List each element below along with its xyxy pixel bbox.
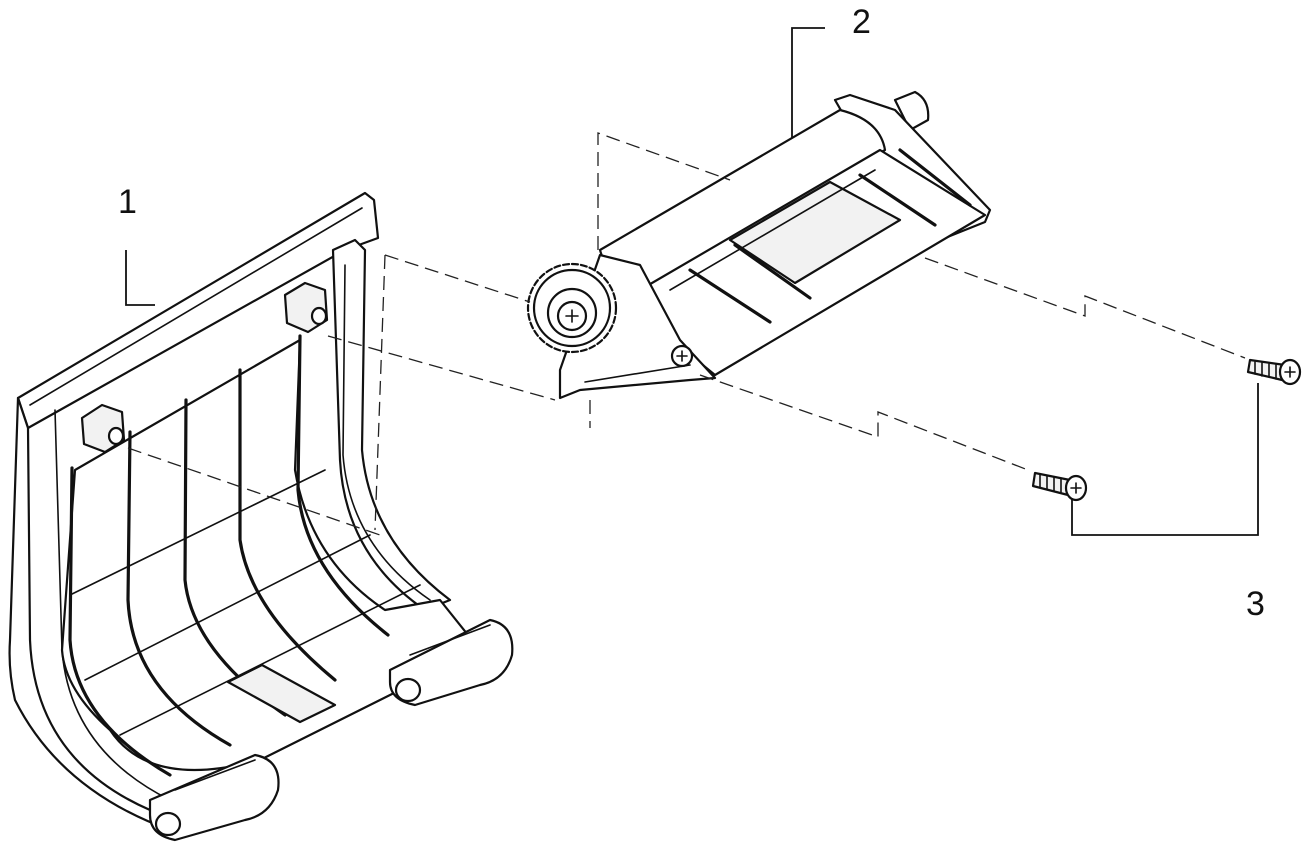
gear	[526, 262, 618, 354]
part-3-screw-upper	[1246, 358, 1302, 386]
callout-3-label: 3	[1246, 585, 1265, 623]
part-3-screw-lower	[1031, 471, 1088, 502]
part-2-roller-assembly	[526, 90, 992, 400]
callout-1-label: 1	[118, 183, 137, 221]
leader-1	[125, 250, 155, 306]
leader-lines	[125, 27, 1259, 536]
callout-2-label: 2	[852, 3, 871, 41]
assembly-dashed-lines	[127, 132, 1246, 536]
leader-3	[1071, 383, 1259, 536]
boss-right	[283, 281, 329, 334]
part-1-cover	[8, 191, 514, 842]
boss-left	[80, 403, 126, 454]
leader-2	[791, 27, 825, 138]
